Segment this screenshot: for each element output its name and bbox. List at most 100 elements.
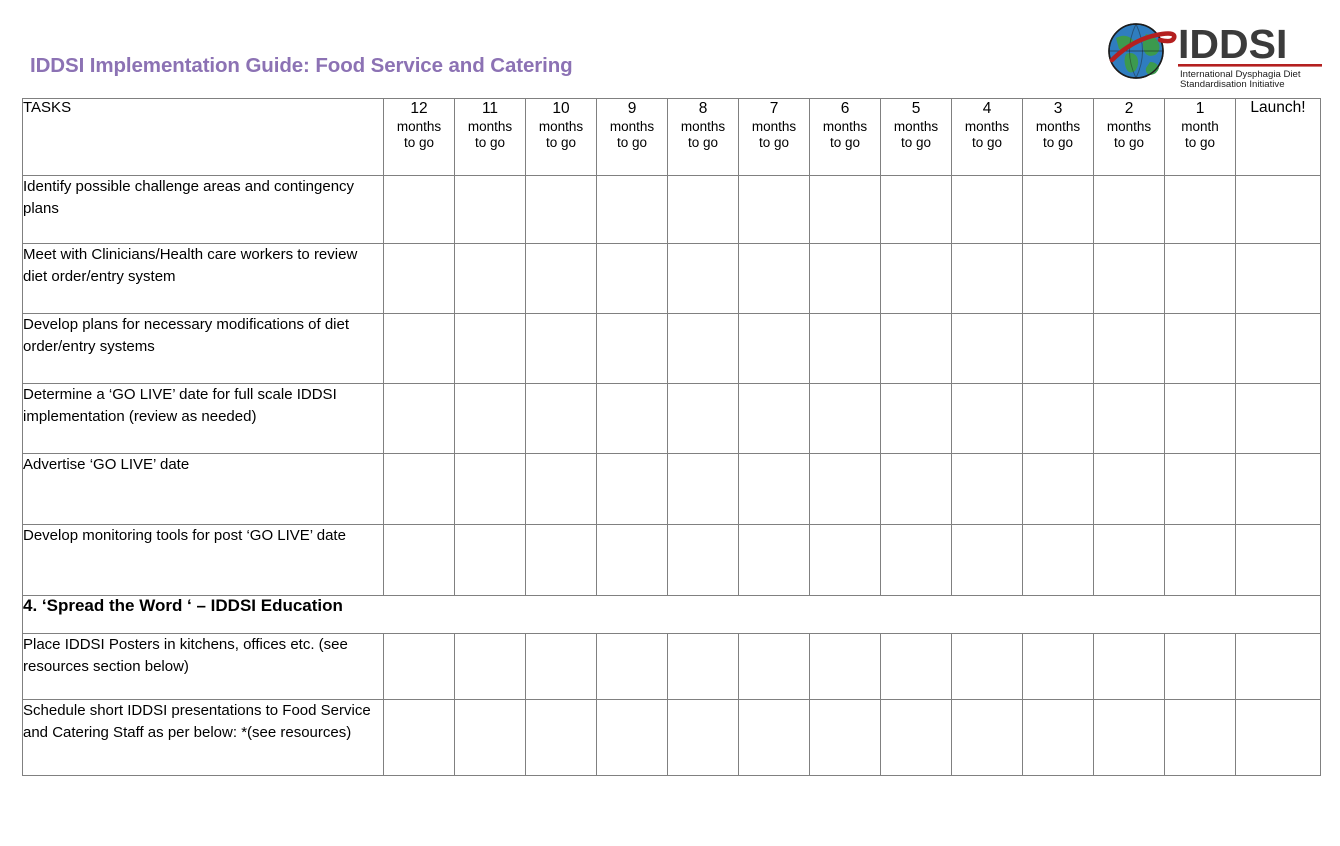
timeline-cell-empty[interactable] (383, 383, 455, 454)
timeline-cell-filled[interactable] (1235, 524, 1321, 596)
timeline-cell-empty[interactable] (596, 524, 668, 596)
timeline-cell-empty[interactable] (1235, 243, 1321, 314)
timeline-cell-empty[interactable] (454, 699, 526, 776)
timeline-cell-filled[interactable] (1022, 175, 1094, 244)
timeline-cell-empty[interactable] (596, 453, 668, 525)
timeline-cell-filled[interactable] (1235, 633, 1321, 700)
timeline-cell-filled[interactable] (1235, 453, 1321, 525)
timeline-cell-empty[interactable] (525, 524, 597, 596)
timeline-cell-empty[interactable] (1235, 313, 1321, 384)
timeline-cell-empty[interactable] (1022, 243, 1094, 314)
timeline-cell-empty[interactable] (738, 699, 810, 776)
timeline-cell-empty[interactable] (738, 524, 810, 596)
timeline-cell-empty[interactable] (1022, 313, 1094, 384)
timeline-cell-filled[interactable] (383, 699, 455, 776)
timeline-cell-filled[interactable] (738, 313, 810, 384)
timeline-cell-filled[interactable] (880, 175, 952, 244)
timeline-cell-filled[interactable] (809, 633, 881, 700)
timeline-cell-empty[interactable] (880, 453, 952, 525)
timeline-cell-empty[interactable] (738, 383, 810, 454)
timeline-cell-filled[interactable] (525, 633, 597, 700)
timeline-cell-empty[interactable] (880, 699, 952, 776)
timeline-cell-empty[interactable] (454, 383, 526, 454)
timeline-cell-empty[interactable] (454, 175, 526, 244)
timeline-cell-empty[interactable] (454, 524, 526, 596)
timeline-cell-empty[interactable] (951, 313, 1023, 384)
timeline-cell-filled[interactable] (951, 175, 1023, 244)
timeline-cell-filled[interactable] (809, 175, 881, 244)
timeline-cell-empty[interactable] (667, 243, 739, 314)
timeline-cell-empty[interactable] (454, 453, 526, 525)
timeline-cell-empty[interactable] (951, 524, 1023, 596)
timeline-cell-empty[interactable] (951, 383, 1023, 454)
timeline-cell-empty[interactable] (383, 243, 455, 314)
timeline-cell-empty[interactable] (596, 699, 668, 776)
timeline-cell-empty[interactable] (1093, 243, 1165, 314)
timeline-cell-filled[interactable] (596, 313, 668, 384)
timeline-cell-filled[interactable] (880, 313, 952, 384)
timeline-cell-empty[interactable] (525, 383, 597, 454)
timeline-cell-empty[interactable] (667, 383, 739, 454)
timeline-cell-filled[interactable] (454, 633, 526, 700)
timeline-cell-empty[interactable] (738, 453, 810, 525)
timeline-cell-empty[interactable] (525, 699, 597, 776)
timeline-cell-filled[interactable] (1093, 524, 1165, 596)
timeline-cell-filled[interactable] (809, 313, 881, 384)
timeline-cell-filled[interactable] (667, 313, 739, 384)
timeline-cell-empty[interactable] (880, 524, 952, 596)
timeline-cell-empty[interactable] (880, 383, 952, 454)
timeline-cell-filled[interactable] (1164, 453, 1236, 525)
timeline-cell-empty[interactable] (1022, 699, 1094, 776)
timeline-cell-empty[interactable] (1022, 453, 1094, 525)
timeline-cell-filled[interactable] (525, 175, 597, 244)
timeline-cell-filled[interactable] (1022, 633, 1094, 700)
timeline-cell-filled[interactable] (809, 383, 881, 454)
timeline-cell-empty[interactable] (525, 243, 597, 314)
timeline-cell-empty[interactable] (951, 243, 1023, 314)
timeline-cell-empty[interactable] (1235, 383, 1321, 454)
timeline-cell-empty[interactable] (667, 453, 739, 525)
timeline-cell-filled[interactable] (1022, 383, 1094, 454)
timeline-cell-empty[interactable] (1235, 699, 1321, 776)
timeline-cell-empty[interactable] (809, 524, 881, 596)
timeline-cell-filled[interactable] (1164, 633, 1236, 700)
timeline-cell-filled[interactable] (667, 633, 739, 700)
timeline-cell-empty[interactable] (525, 313, 597, 384)
timeline-cell-filled[interactable] (1164, 524, 1236, 596)
timeline-cell-empty[interactable] (667, 699, 739, 776)
timeline-cell-filled[interactable] (738, 633, 810, 700)
timeline-cell-empty[interactable] (951, 699, 1023, 776)
timeline-cell-empty[interactable] (1164, 383, 1236, 454)
timeline-cell-empty[interactable] (880, 243, 952, 314)
timeline-cell-filled[interactable] (1235, 175, 1321, 244)
timeline-cell-empty[interactable] (1164, 699, 1236, 776)
timeline-cell-empty[interactable] (454, 313, 526, 384)
timeline-cell-empty[interactable] (454, 243, 526, 314)
timeline-cell-empty[interactable] (1022, 524, 1094, 596)
timeline-cell-empty[interactable] (383, 524, 455, 596)
timeline-cell-empty[interactable] (738, 243, 810, 314)
timeline-cell-filled[interactable] (880, 633, 952, 700)
timeline-cell-empty[interactable] (951, 453, 1023, 525)
timeline-cell-empty[interactable] (1164, 243, 1236, 314)
timeline-cell-empty[interactable] (1093, 383, 1165, 454)
timeline-cell-filled[interactable] (951, 633, 1023, 700)
timeline-cell-filled[interactable] (383, 633, 455, 700)
timeline-cell-empty[interactable] (809, 453, 881, 525)
timeline-cell-filled[interactable] (667, 175, 739, 244)
timeline-cell-empty[interactable] (809, 243, 881, 314)
timeline-cell-filled[interactable] (1164, 175, 1236, 244)
timeline-cell-filled[interactable] (738, 175, 810, 244)
timeline-cell-filled[interactable] (596, 383, 668, 454)
timeline-cell-filled[interactable] (1093, 633, 1165, 700)
timeline-cell-empty[interactable] (1093, 313, 1165, 384)
timeline-cell-filled[interactable] (1093, 453, 1165, 525)
timeline-cell-filled[interactable] (596, 633, 668, 700)
timeline-cell-filled[interactable] (596, 243, 668, 314)
timeline-cell-filled[interactable] (596, 175, 668, 244)
timeline-cell-empty[interactable] (383, 313, 455, 384)
timeline-cell-filled[interactable] (1093, 175, 1165, 244)
timeline-cell-empty[interactable] (1164, 313, 1236, 384)
timeline-cell-empty[interactable] (1093, 699, 1165, 776)
timeline-cell-empty[interactable] (525, 453, 597, 525)
